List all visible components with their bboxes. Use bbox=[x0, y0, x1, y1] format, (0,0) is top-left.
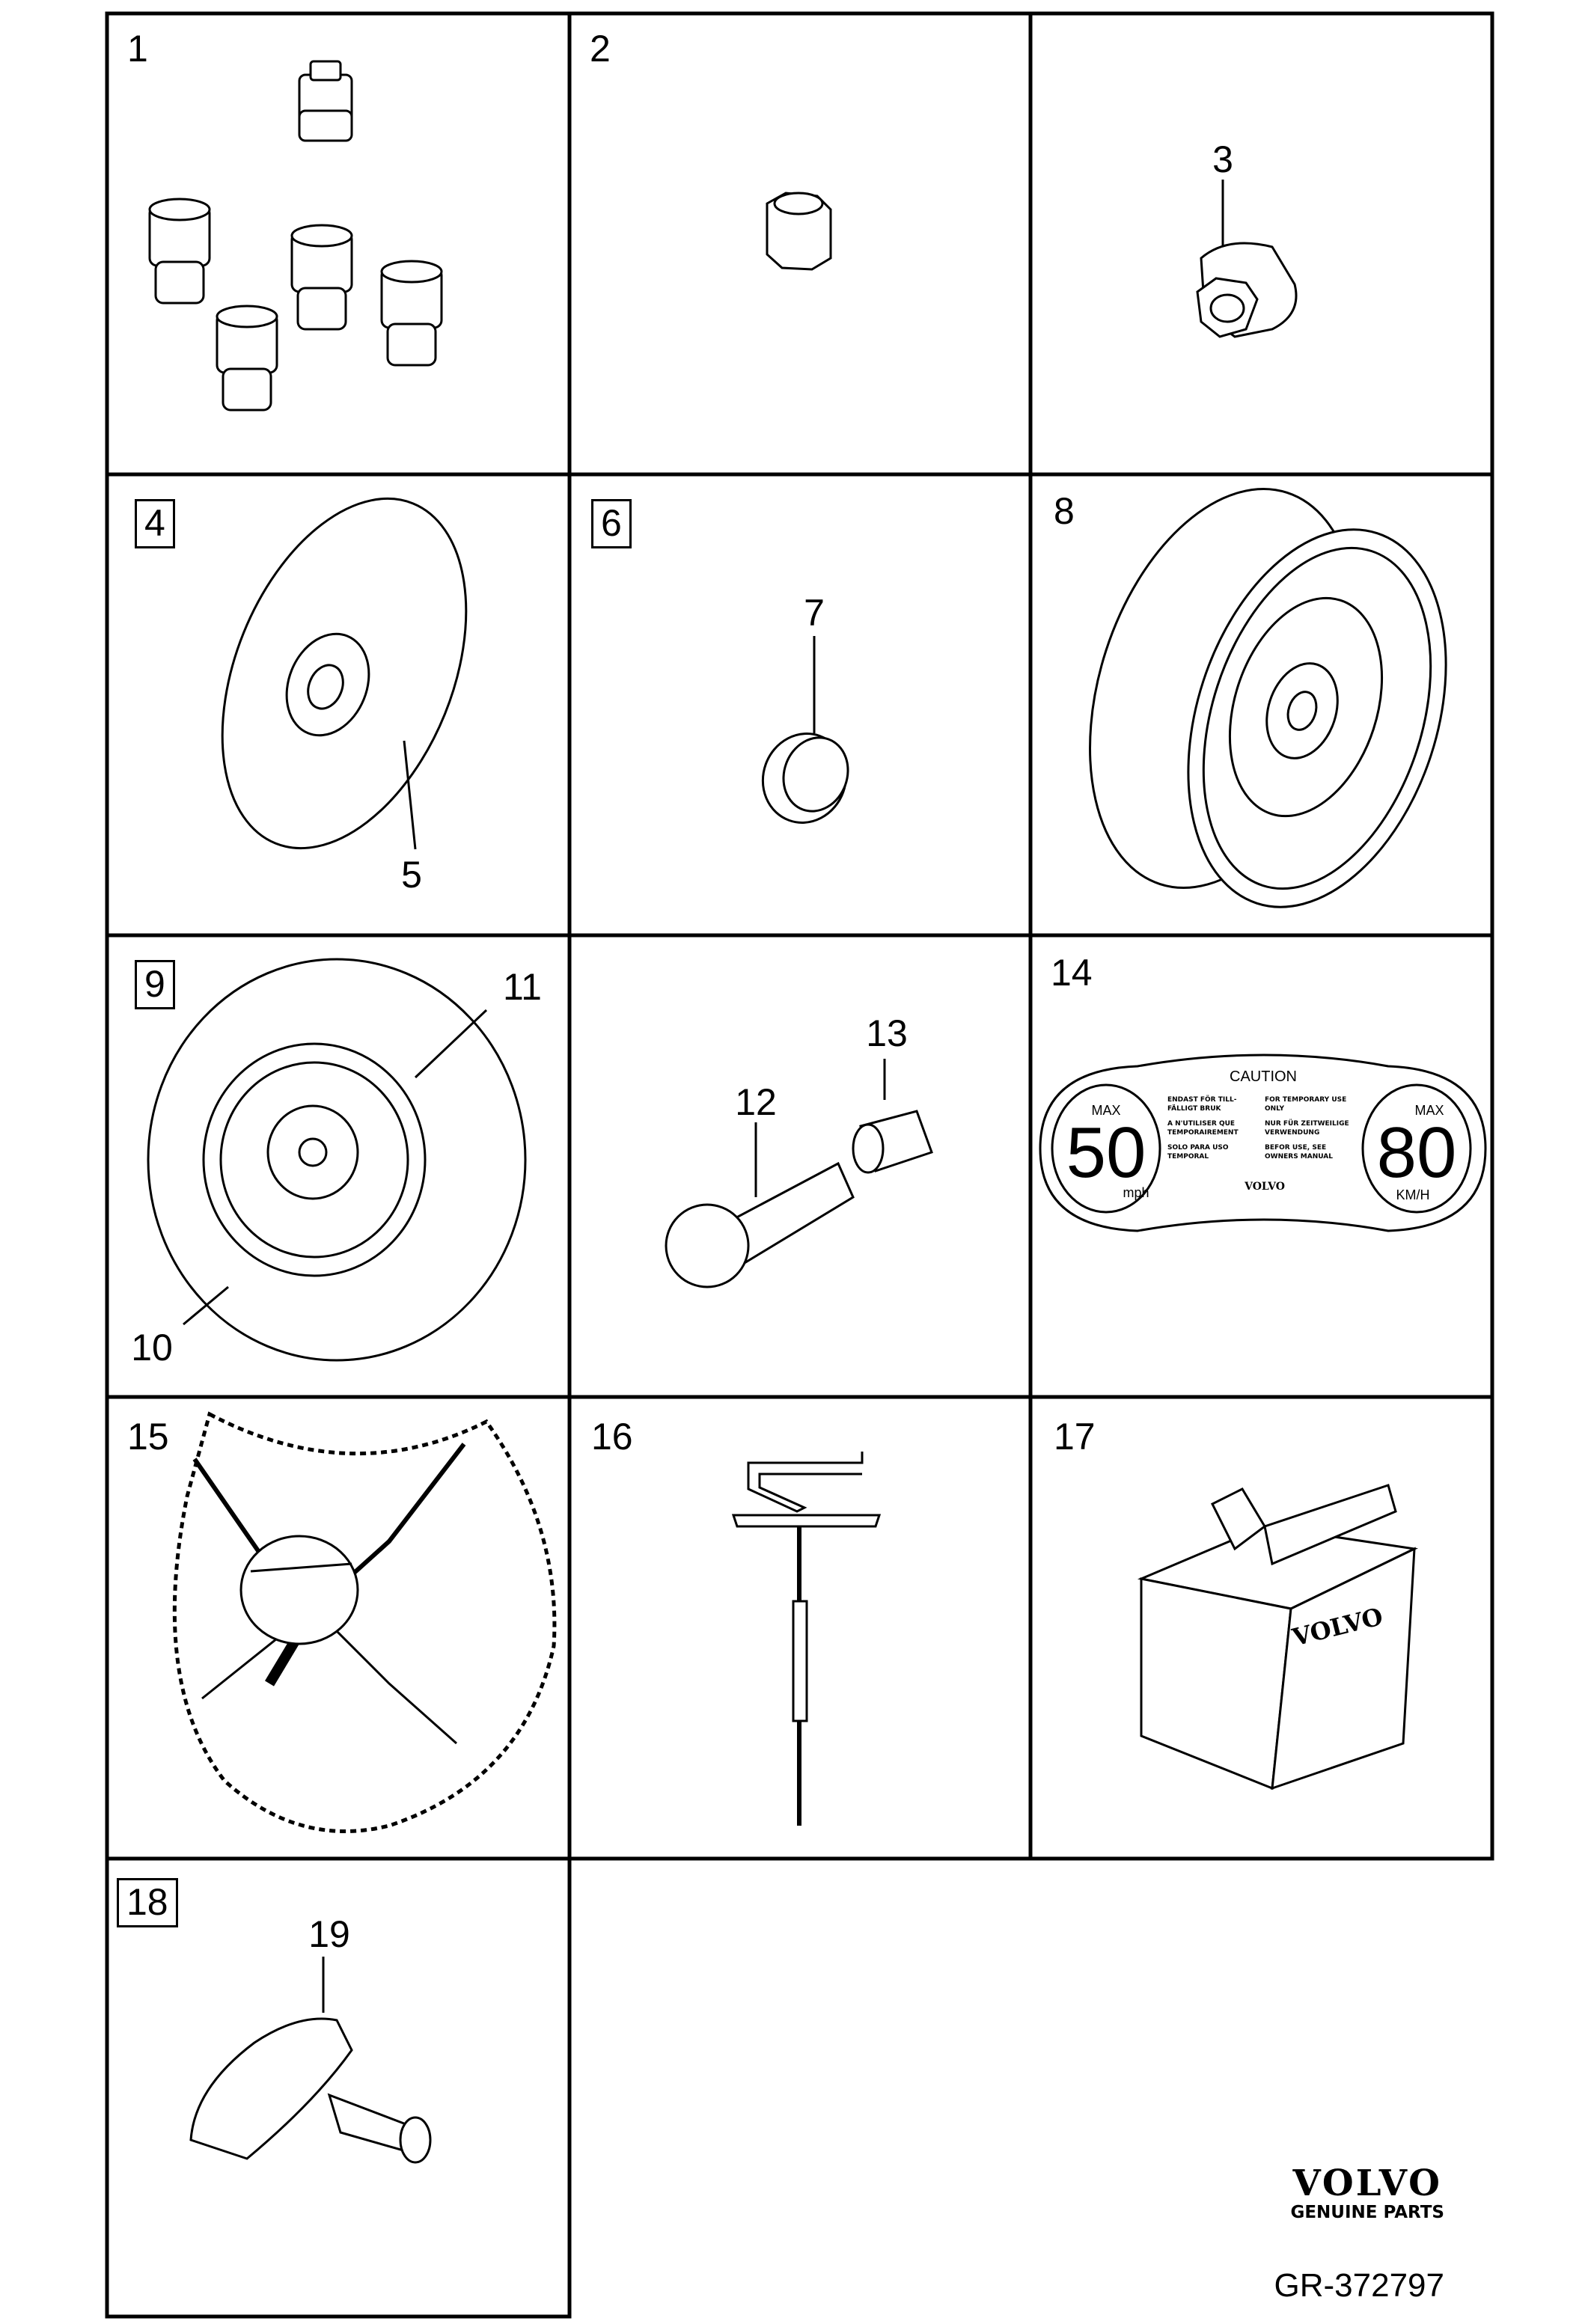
decal-text: ONLY bbox=[1265, 1105, 1285, 1113]
decal-text: ENDAST FÖR TILL- bbox=[1167, 1095, 1237, 1104]
decal-text: TEMPORAIREMENT bbox=[1167, 1129, 1239, 1137]
locking-wheel-bolts-illustration bbox=[148, 60, 443, 412]
decal-text: BEFOR USE, SEE bbox=[1265, 1144, 1326, 1152]
decal-text: FOR TEMPORARY USE bbox=[1265, 1096, 1346, 1104]
decal-text: TEMPORAL bbox=[1167, 1153, 1209, 1161]
grid-lines bbox=[105, 11, 1494, 2319]
decal-right-max: MAX bbox=[1414, 1103, 1444, 1118]
decal-text: NUR FÜR ZEITWEILIGE bbox=[1265, 1119, 1349, 1128]
brand-subtitle: GENUINE PARTS bbox=[1290, 2203, 1444, 2222]
decal-text: FÄLLIGT BRUK bbox=[1167, 1104, 1221, 1113]
cell-label-17: 17 bbox=[1054, 1416, 1096, 1458]
steel-rim-illustration bbox=[1089, 488, 1447, 908]
valve-stem-illustration bbox=[665, 1059, 933, 1288]
brand-name: VOLVO bbox=[1292, 2162, 1442, 2204]
tool-illustration bbox=[731, 1452, 882, 1826]
callout-12: 12 bbox=[735, 1081, 777, 1123]
callout-13: 13 bbox=[866, 1012, 908, 1054]
callout-11: 11 bbox=[503, 966, 542, 1008]
callout-7: 7 bbox=[804, 592, 825, 634]
wheel-nut-illustration bbox=[766, 192, 832, 271]
decal-right-speed: 80 bbox=[1377, 1113, 1457, 1193]
snow-chains-illustration bbox=[172, 1411, 557, 1833]
center-cap-illustration bbox=[761, 636, 849, 824]
decal-text: A N'UTILISER QUE bbox=[1167, 1120, 1235, 1128]
callout-3: 3 bbox=[1212, 138, 1233, 180]
diagram-reference: GR-372797 bbox=[1274, 2267, 1444, 2304]
hub-cap-illustration bbox=[221, 497, 468, 850]
callout-5: 5 bbox=[401, 854, 422, 896]
decal-text: OWNERS MANUAL bbox=[1265, 1153, 1333, 1161]
cell-label-16: 16 bbox=[591, 1416, 633, 1458]
cell-label-8: 8 bbox=[1054, 490, 1075, 532]
spare-wheel-illustration bbox=[147, 958, 527, 1362]
cell-label-6: 6 bbox=[591, 499, 632, 548]
cell-label-9: 9 bbox=[135, 960, 175, 1009]
callout-10: 10 bbox=[131, 1327, 173, 1369]
cell-label-4: 4 bbox=[135, 499, 175, 548]
decal-brand: VOLVO bbox=[1244, 1181, 1285, 1193]
decal-caution: CAUTION bbox=[1230, 1068, 1297, 1085]
callout-19: 19 bbox=[308, 1913, 350, 1955]
cell-label-18: 18 bbox=[117, 1878, 178, 1927]
cell-label-14: 14 bbox=[1051, 952, 1093, 994]
brand-logo: VOLVO GENUINE PARTS bbox=[1290, 2162, 1444, 2222]
decal-left-speed: 50 bbox=[1066, 1113, 1146, 1193]
decal-left-max: MAX bbox=[1091, 1103, 1120, 1118]
cell-label-1: 1 bbox=[127, 28, 148, 70]
decal-right-unit: KM/H bbox=[1396, 1187, 1430, 1202]
volvo-box-illustration: VOLVO bbox=[1137, 1484, 1419, 1791]
decal-text: VERWENDUNG bbox=[1265, 1129, 1319, 1137]
tire-pressure-sensor-illustration bbox=[189, 1957, 432, 2164]
decal-text: SOLO PARA USO bbox=[1167, 1144, 1229, 1152]
cell-label-15: 15 bbox=[127, 1416, 169, 1458]
cell-label-2: 2 bbox=[590, 28, 611, 70]
decal-left-unit: mph bbox=[1123, 1185, 1149, 1200]
tire-warning-decal: CAUTION MAX 50 mph MAX 80 KM/H ENDAST FÖ… bbox=[1039, 1054, 1487, 1232]
capped-wheel-nut-illustration bbox=[1196, 180, 1298, 338]
